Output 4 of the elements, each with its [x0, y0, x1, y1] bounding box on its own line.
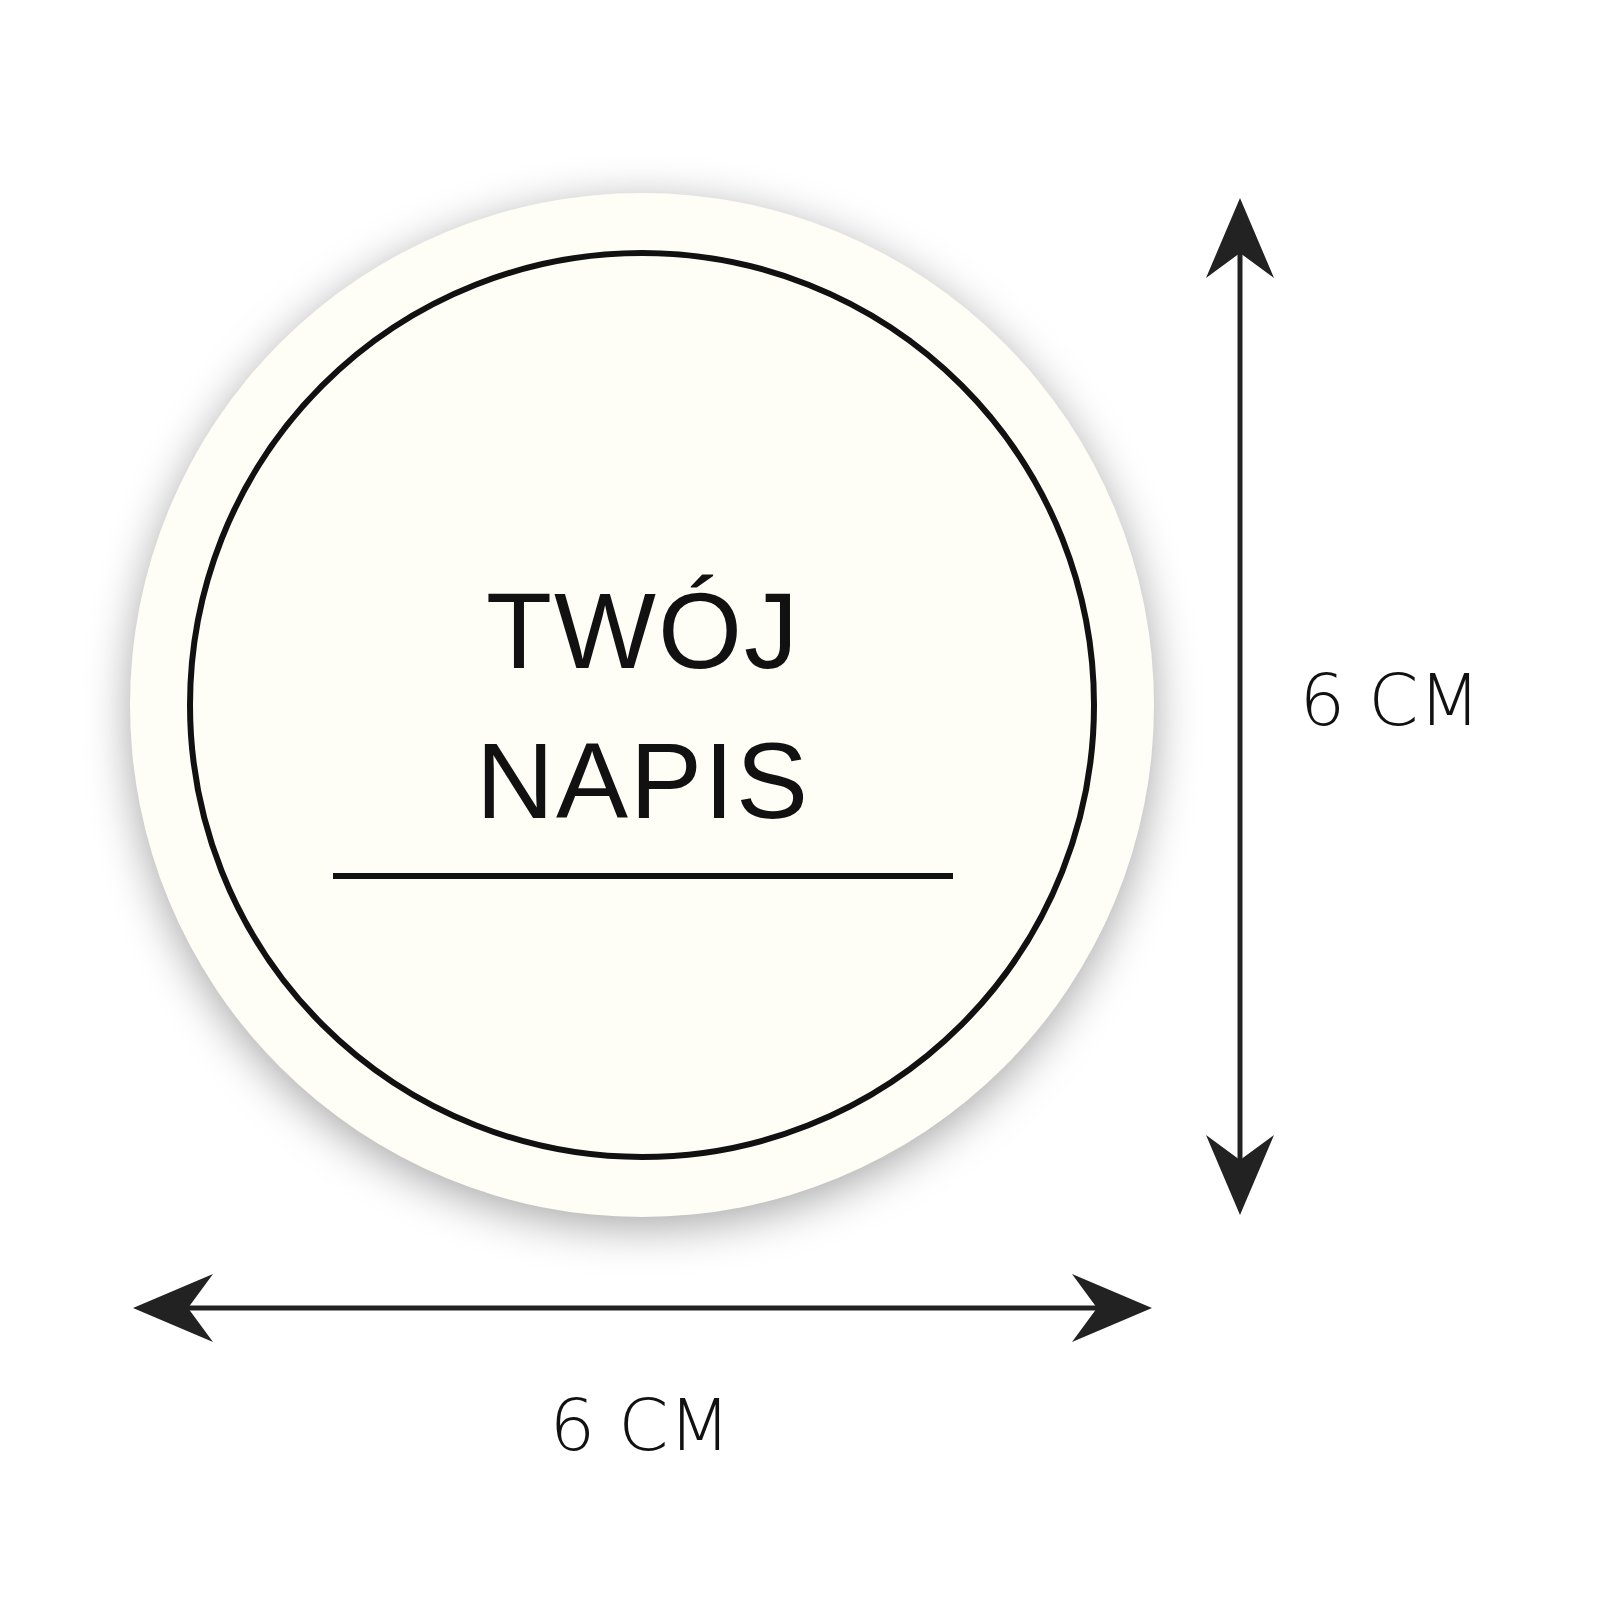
- circle-outline: [187, 250, 1097, 1160]
- dimension-label: 6 CM: [1298, 657, 1482, 744]
- dimension-label: 6 CM: [548, 1382, 732, 1469]
- sticker-text: TWÓJ NAPIS: [474, 569, 812, 843]
